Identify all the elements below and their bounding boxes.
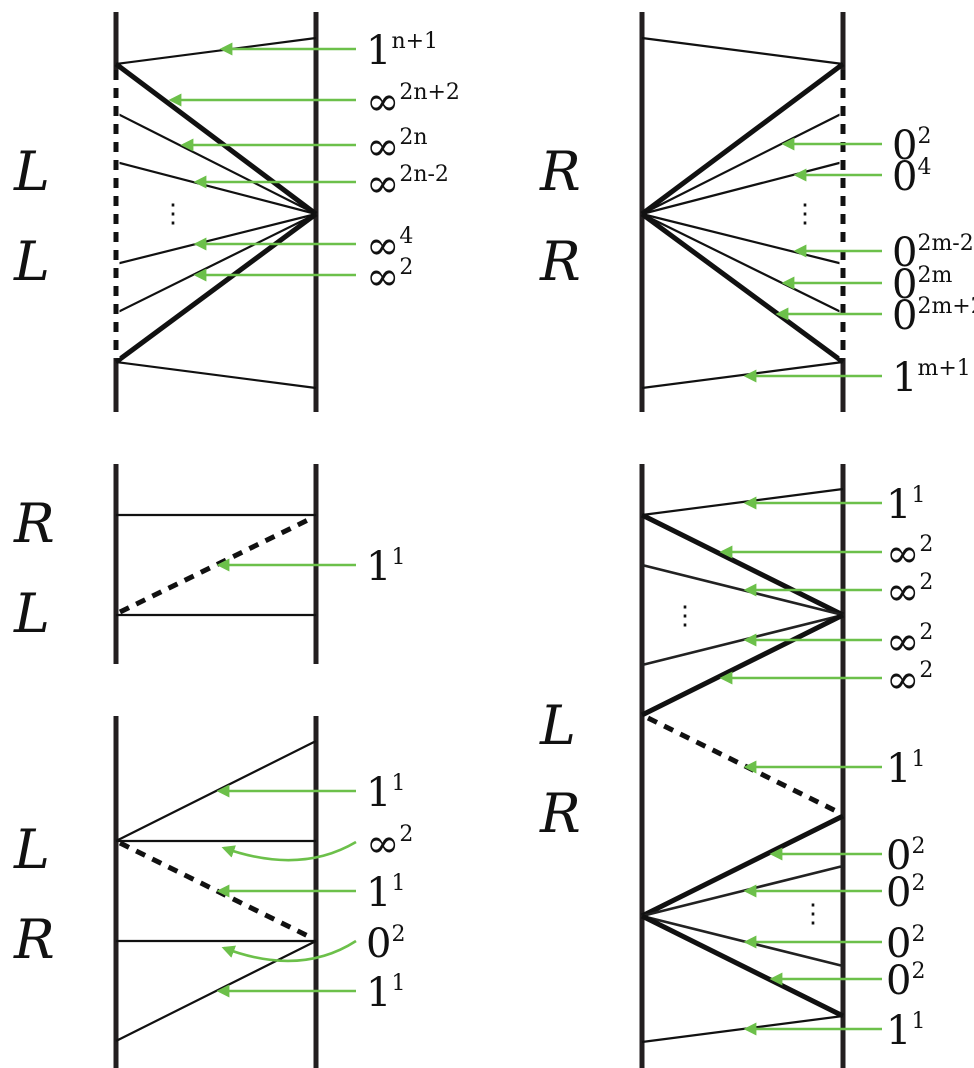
panel-LR-small: L R 11 ∞2 11 02 11: [13, 716, 413, 1068]
side-letter: L: [13, 582, 50, 645]
edge: [115, 160, 317, 216]
edge-label: ∞2: [886, 619, 933, 665]
edge-label: 1m+1: [892, 355, 971, 401]
edge: [115, 213, 317, 314]
edge-label: ∞2: [366, 821, 413, 867]
ellipsis: ⋮: [160, 199, 186, 229]
edge-label: 1n+1: [366, 28, 438, 74]
side-letter: R: [539, 782, 581, 845]
edge-label: ∞2: [886, 531, 933, 577]
edge-label: 02: [366, 921, 405, 967]
edge-label: 11: [366, 970, 405, 1016]
edge: [115, 940, 317, 1042]
edge: [641, 563, 844, 617]
edge: [115, 112, 317, 215]
edge: [115, 36, 317, 66]
edge: [641, 864, 844, 918]
edge-label: ∞2: [886, 569, 933, 615]
edge: [641, 212, 844, 266]
side-letter: R: [539, 140, 581, 203]
edge-label: 02: [886, 921, 925, 967]
side-letter: L: [539, 694, 576, 757]
edge-label: 02m-2: [892, 230, 974, 276]
edge-bold: [640, 211, 845, 365]
edge-label: 02m+2: [892, 293, 974, 339]
edge-bold: [114, 211, 318, 365]
edge: [641, 36, 844, 66]
edge-label: 11: [366, 544, 405, 590]
panel-LR-large: ⋮ ⋮ L R 11 ∞2 ∞2 ∞2 ∞2 11 02 02 02 02 11: [539, 464, 933, 1068]
edge-label: 11: [366, 870, 405, 916]
edge-label: ∞2n+2: [366, 79, 460, 125]
edge-label: 02: [886, 833, 925, 879]
edge-bold: [640, 61, 845, 217]
edge-label: ∞2: [886, 657, 933, 703]
edge: [115, 740, 317, 842]
edge-bold: [640, 813, 845, 919]
edge-label: ∞4: [366, 223, 413, 269]
edge-label: 11: [366, 770, 405, 816]
edge-label: 02: [886, 870, 925, 916]
edge: [115, 360, 317, 390]
edge-bold: [640, 512, 845, 618]
edge-label: 11: [886, 746, 925, 792]
curved-arrow: [221, 939, 357, 963]
edge-label: ∞2n-2: [366, 161, 449, 207]
edge-label: 02: [886, 958, 925, 1004]
edge-label: 02: [892, 123, 931, 169]
edge-label: 04: [892, 154, 931, 200]
side-letter: R: [539, 230, 581, 293]
edge-label: 11: [886, 482, 925, 528]
edge-label: 02m: [892, 262, 952, 308]
ellipsis: ⋮: [800, 899, 826, 929]
curved-arrow: [221, 840, 357, 862]
edge-label: ∞2n: [366, 124, 428, 170]
edge: [115, 212, 317, 266]
edge: [641, 360, 844, 390]
edge: [641, 613, 844, 667]
panel-RR: ⋮ R R 02 04 02m-2 02m 02m+2 1m+1: [539, 12, 974, 412]
side-letter: L: [13, 140, 50, 203]
edge: [641, 1014, 844, 1044]
side-letter: L: [13, 818, 50, 881]
edge: [641, 160, 844, 216]
side-letter: L: [13, 230, 50, 293]
side-letter: R: [13, 908, 55, 971]
side-letter: R: [13, 492, 55, 555]
panel-LL: ⋮ L L 1n+1 ∞2n+2 ∞2n ∞2n-2 ∞4 ∞2: [13, 12, 460, 412]
edge: [641, 914, 844, 968]
edge: [641, 112, 844, 215]
ellipsis: ⋮: [792, 199, 818, 229]
edge-bold: [640, 612, 845, 718]
edge-label: 11: [886, 1008, 925, 1054]
edge-label: ∞2: [366, 254, 413, 300]
edge: [641, 487, 844, 517]
edge: [641, 213, 844, 314]
panel-RL: R L 11: [13, 464, 405, 664]
ellipsis: ⋮: [672, 601, 698, 631]
edge-bold: [114, 62, 318, 216]
dashed-segment: [646, 715, 840, 815]
edge-bold: [640, 913, 845, 1019]
